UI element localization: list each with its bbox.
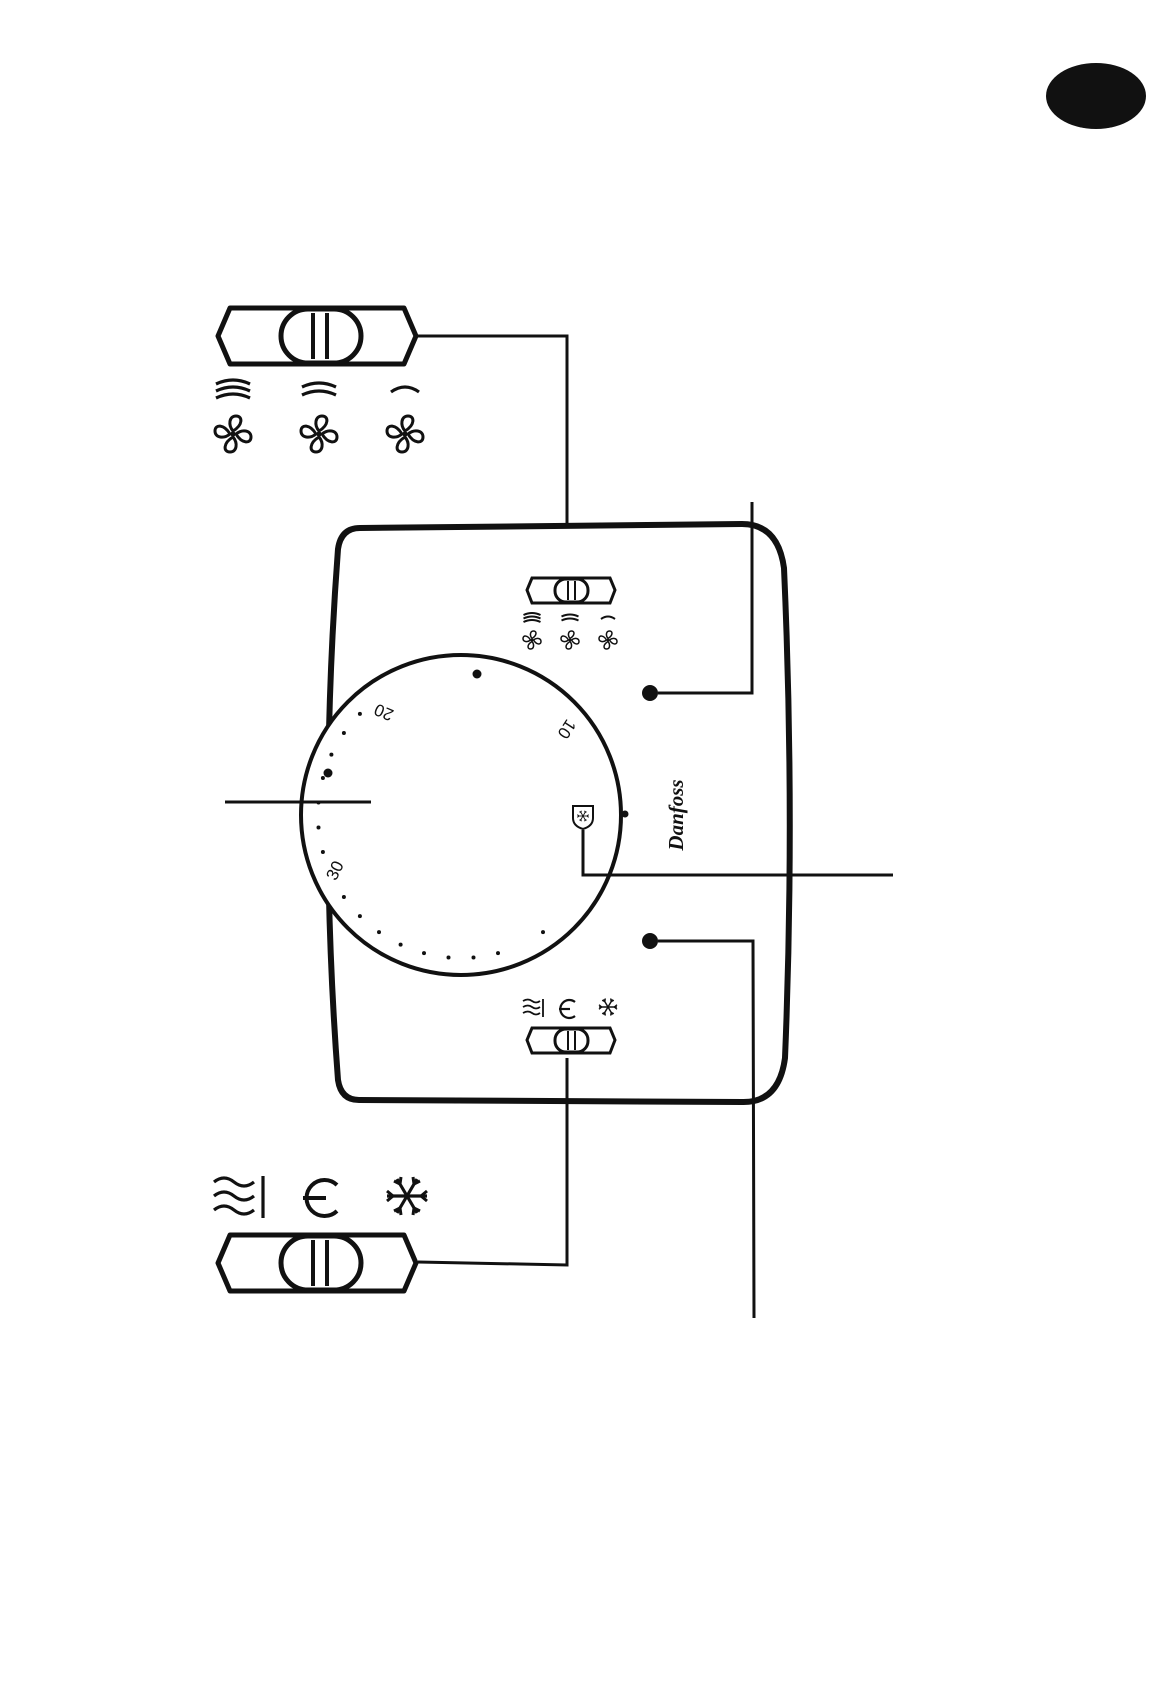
mode-led-icon: [642, 933, 658, 949]
scale-dot: [358, 914, 362, 918]
heating-icon: [214, 1176, 263, 1218]
cooling-icon: [387, 1177, 427, 1215]
scale-dot: [342, 895, 346, 899]
fan-speed-2-icon: [301, 383, 337, 452]
scale-dot: [321, 776, 325, 780]
fan-speed-switch-enlarged: [218, 308, 416, 364]
scale-dot-major: [324, 769, 333, 778]
scale-dot: [422, 951, 426, 955]
scale-dot: [329, 753, 333, 757]
scale-dot: [399, 943, 403, 947]
scale-dot: [377, 930, 381, 934]
mode-switch-enlarged: [218, 1235, 416, 1291]
brand-logo: Danfoss: [664, 779, 688, 851]
scale-dot: [447, 956, 451, 960]
standby-icon: [303, 1180, 337, 1216]
scale-dot: [317, 826, 321, 830]
snowflake-shield-icon: [573, 806, 593, 829]
fan-speed-led-icon: [642, 685, 658, 701]
scale-dot: [472, 956, 476, 960]
scale-dot: [321, 850, 325, 854]
mode-switch-knob[interactable]: [281, 1236, 361, 1290]
fan-speed-1-icon: [387, 387, 423, 452]
fan-speed-switch-knob[interactable]: [281, 309, 361, 363]
scale-dot: [358, 712, 362, 716]
scale-dot-major: [473, 670, 482, 679]
corner-tab-marker: [1046, 63, 1146, 129]
fan-speed-3-icon: [215, 380, 251, 452]
fan-speed-switch[interactable]: [527, 578, 615, 603]
scale-dot: [496, 951, 500, 955]
scale-dot: [541, 930, 545, 934]
scale-dot: [342, 731, 346, 735]
mode-switch[interactable]: [527, 1028, 615, 1053]
